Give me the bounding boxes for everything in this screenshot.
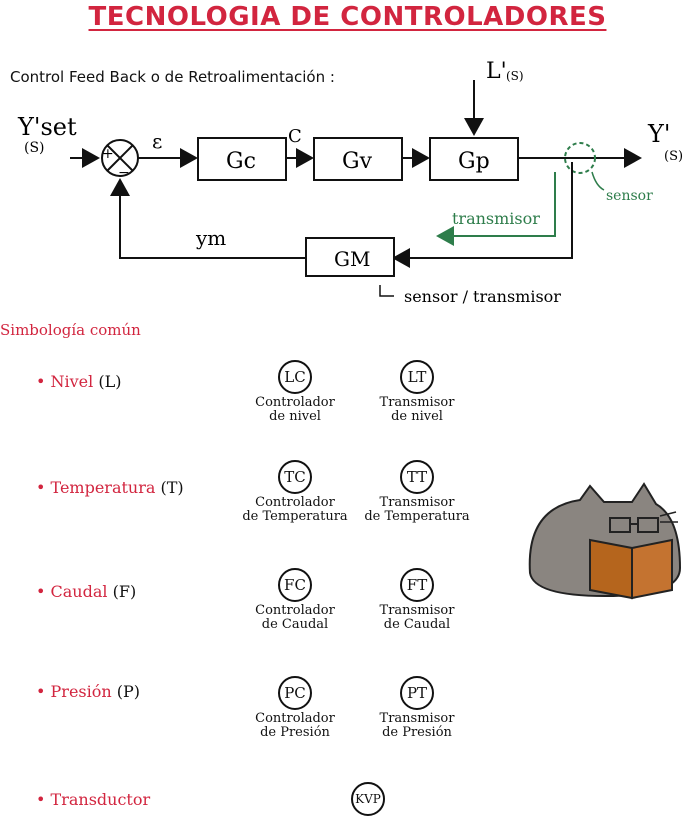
kvp-circle: KVP	[351, 782, 385, 816]
output-label: Y'	[647, 120, 670, 148]
symbol-tt: TT Transmisor de Temperatura	[362, 460, 472, 524]
sensor-transmisor-label: sensor / transmisor	[404, 287, 561, 306]
pt-line2: de Presión	[382, 725, 452, 740]
feedback-path-left	[110, 178, 306, 259]
tc-circle: TC	[278, 460, 312, 494]
gp-label: Gp	[458, 149, 490, 174]
tt-line2: de Temperatura	[364, 509, 470, 524]
section-subtitle: Control Feed Back o de Retroalimentación…	[10, 68, 335, 86]
ft-line1: Transmisor	[379, 603, 455, 618]
symbol-kvp: KVP	[313, 782, 423, 818]
feedback-label: ym	[195, 226, 226, 250]
symbol-pc: PC Controlador de Presión	[240, 676, 350, 740]
tt-line1: Transmisor	[379, 495, 455, 510]
error-label: ε	[152, 129, 162, 153]
pc-line2: de Presión	[260, 725, 330, 740]
lc-line2: de nivel	[269, 409, 321, 424]
lt-line2: de nivel	[391, 409, 443, 424]
lt-line1: Transmisor	[379, 395, 455, 410]
page-title: TECNOLOGIA DE CONTROLADORES	[88, 2, 607, 32]
gv-block	[313, 137, 403, 181]
category-transductor-label: • Transductor	[36, 790, 151, 809]
transmisor-label: transmisor	[452, 209, 540, 228]
fc-line2: de Caudal	[261, 617, 329, 632]
tc-line1: Controlador	[255, 495, 335, 510]
output-sub-label: (S)	[664, 149, 683, 164]
category-caudal: • Caudal (F)	[36, 582, 136, 601]
pt-line1: Transmisor	[379, 711, 455, 726]
disturbance-label: L'	[486, 59, 507, 84]
disturbance-sub-label: (S)	[506, 69, 524, 83]
transmisor-arrow	[436, 172, 556, 246]
gm-block	[305, 237, 395, 277]
reading-cat-illustration	[528, 482, 682, 600]
category-presion: • Presión (P)	[36, 682, 140, 701]
gp-block	[429, 137, 519, 181]
category-presion-label: • Presión	[36, 682, 112, 701]
fc-line1: Controlador	[255, 603, 335, 618]
input-sub-label: (S)	[24, 140, 45, 156]
control-label: C	[288, 126, 302, 147]
category-transductor: • Transductor	[36, 790, 150, 809]
tc-line2: de Temperatura	[242, 509, 348, 524]
category-nivel: • Nivel (L)	[36, 372, 121, 391]
minus-sign: −	[118, 165, 130, 181]
sensor-label: sensor	[606, 188, 653, 204]
lc-line1: Controlador	[255, 395, 335, 410]
category-temperatura-letter: (T)	[160, 478, 184, 497]
sensor-marker	[564, 142, 596, 174]
gm-label: GM	[334, 247, 370, 271]
symbol-lt: LT Transmisor de nivel	[362, 360, 472, 424]
book-icon	[589, 538, 673, 600]
symbol-lc: LC Controlador de nivel	[240, 360, 350, 424]
tt-circle: TT	[400, 460, 434, 494]
category-temperatura: • Temperatura (T)	[36, 478, 184, 497]
gc-label: Gc	[226, 149, 256, 174]
pc-line1: Controlador	[255, 711, 335, 726]
feedback-block-diagram: Y'set (S) + − ε Gc C Gv Gp L' (S) Y' (S)…	[17, 59, 683, 306]
ft-circle: FT	[400, 568, 434, 602]
symbology-title: Simbología común	[0, 321, 141, 339]
glasses-icon	[609, 511, 678, 533]
sensor-transmisor-pointer	[379, 285, 394, 297]
lc-circle: LC	[278, 360, 312, 394]
category-nivel-label: • Nivel	[36, 372, 94, 391]
gv-label: Gv	[342, 149, 373, 174]
sensor-pointer	[591, 171, 605, 191]
category-caudal-label: • Caudal	[36, 582, 108, 601]
symbol-pt: PT Transmisor de Presión	[362, 676, 472, 740]
feedback-path-right	[392, 162, 573, 268]
plus-sign: +	[102, 146, 114, 162]
input-label: Y'set	[17, 113, 77, 141]
pt-circle: PT	[400, 676, 434, 710]
category-presion-letter: (P)	[116, 682, 141, 701]
category-caudal-letter: (F)	[112, 582, 137, 601]
category-temperatura-label: • Temperatura	[36, 478, 156, 497]
lt-circle: LT	[400, 360, 434, 394]
fc-circle: FC	[278, 568, 312, 602]
pc-circle: PC	[278, 676, 312, 710]
symbol-fc: FC Controlador de Caudal	[240, 568, 350, 632]
category-nivel-letter: (L)	[98, 372, 122, 391]
symbol-tc: TC Controlador de Temperatura	[240, 460, 350, 524]
ft-line2: de Caudal	[383, 617, 451, 632]
symbol-ft: FT Transmisor de Caudal	[362, 568, 472, 632]
